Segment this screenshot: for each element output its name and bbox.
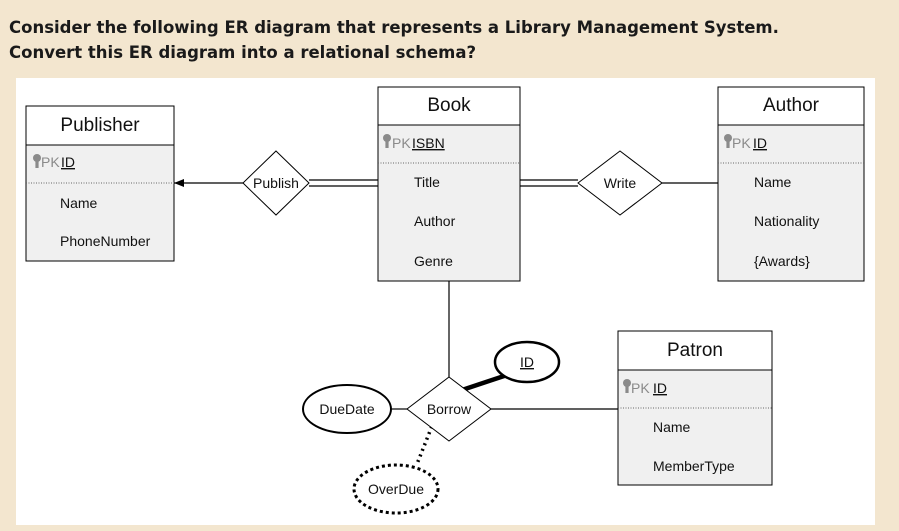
- author-attr-nationality: Nationality: [754, 213, 819, 229]
- question-line-2: Convert this ER diagram into a relationa…: [9, 43, 477, 62]
- publisher-body: [25, 144, 175, 262]
- patron-title: Patron: [667, 340, 723, 361]
- author-attr-awards: {Awards}: [754, 253, 810, 269]
- write-diamond: [577, 150, 663, 216]
- book-attr-title: Title: [414, 174, 440, 190]
- pk-label: PK: [732, 135, 751, 151]
- er-diagram: Publisher PK ID Name PhoneNumber Book PK…: [16, 78, 875, 525]
- book-header: [377, 86, 521, 126]
- book-attr-genre: Genre: [414, 253, 453, 269]
- overdue-label: OverDue: [368, 481, 424, 497]
- patron-header: [617, 330, 773, 371]
- duedate-attribute: DueDate: [302, 384, 392, 434]
- book-attr-author: Author: [414, 213, 456, 229]
- question-line-1: Consider the following ER diagram that r…: [9, 18, 779, 37]
- id-attribute: ID: [493, 340, 561, 384]
- overdue-attribute: OverDue: [352, 463, 440, 515]
- publisher-title: Publisher: [60, 115, 140, 136]
- author-attr-name: Name: [754, 174, 792, 190]
- author-title: Author: [763, 95, 820, 116]
- book-pk: ISBN: [412, 135, 445, 151]
- borrow-to-overdue-line: [415, 420, 436, 465]
- publisher-pk: ID: [61, 154, 75, 170]
- book-title: Book: [427, 95, 471, 116]
- pk-label: PK: [392, 135, 411, 151]
- publisher-header: [25, 105, 175, 146]
- publisher-entity: Publisher PK ID Name PhoneNumber: [25, 105, 175, 262]
- patron-body: [617, 369, 773, 486]
- id-ellipse: [493, 340, 561, 384]
- patron-attr-name: Name: [653, 419, 691, 435]
- pk-label: PK: [631, 380, 650, 396]
- borrow-to-id-line: [461, 371, 511, 393]
- author-entity: Author PK ID Name Nationality {Awards}: [717, 86, 865, 282]
- patron-attr-membertype: MemberType: [653, 458, 735, 474]
- publisher-attr-phonenumber: PhoneNumber: [60, 233, 151, 249]
- author-body: [717, 124, 865, 282]
- overdue-ellipse: [352, 463, 440, 515]
- patron-entity: Patron PK ID Name MemberType: [617, 330, 773, 486]
- borrow-relationship: Borrow: [406, 376, 492, 442]
- publish-relationship: Publish: [242, 150, 310, 216]
- patron-pk: ID: [653, 380, 667, 396]
- question-text: Consider the following ER diagram that r…: [9, 15, 889, 65]
- publish-diamond: [242, 150, 310, 216]
- book-body: [377, 124, 521, 282]
- pk-label: PK: [41, 154, 60, 170]
- duedate-label: DueDate: [319, 401, 374, 417]
- write-relationship: Write: [577, 150, 663, 216]
- author-pk: ID: [753, 135, 767, 151]
- id-label: ID: [520, 354, 534, 370]
- borrow-diamond: [406, 376, 492, 442]
- publisher-attr-name: Name: [60, 195, 98, 211]
- book-entity: Book PK ISBN Title Author Genre: [377, 86, 521, 282]
- author-header: [717, 86, 865, 126]
- borrow-label: Borrow: [427, 401, 472, 417]
- write-label: Write: [604, 175, 637, 191]
- duedate-ellipse: [302, 384, 392, 434]
- publish-label: Publish: [253, 175, 299, 191]
